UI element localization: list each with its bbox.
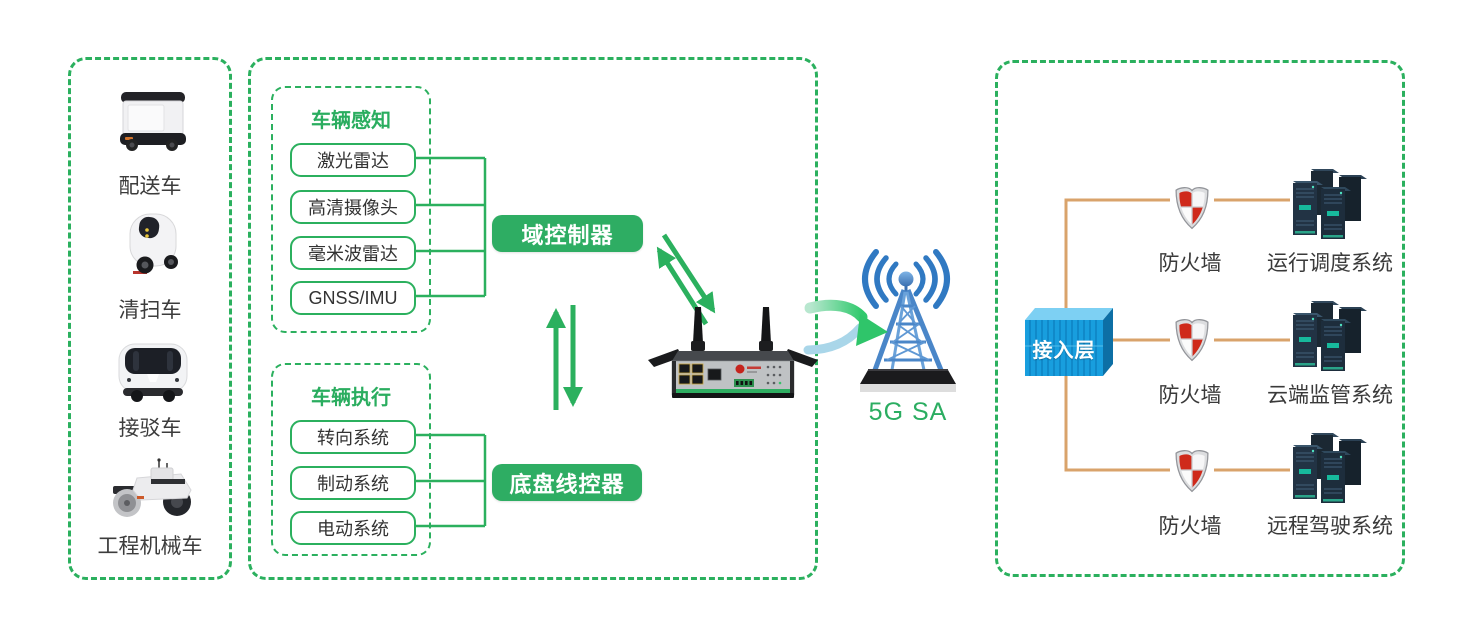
execution-group: 车辆执行 转向系统 制动系统 电动系统 <box>271 363 431 556</box>
delivery-robot-icon <box>120 92 186 151</box>
domain-controller-node: 域控制器 <box>492 215 643 252</box>
firewall-label: 防火墙 <box>1158 515 1222 538</box>
firewall-shield-icon <box>1172 447 1212 493</box>
firewall-label: 防火墙 <box>1158 252 1222 275</box>
firewall-shield-icon <box>1172 184 1212 230</box>
shuttle-bus-icon <box>118 343 188 402</box>
vehicle-item <box>115 86 191 156</box>
road-roller-icon <box>113 458 192 517</box>
vehicle-types-panel: 配送车 清扫车 <box>68 57 232 580</box>
vehicle-label: 配送车 <box>118 175 182 198</box>
vehicle-label: 接驳车 <box>118 417 182 440</box>
tower-label: 5G SA <box>868 398 948 426</box>
group-title: 车辆执行 <box>311 387 391 409</box>
vehicle-item <box>115 208 191 280</box>
vehicle-item <box>107 456 199 522</box>
group-title: 车辆感知 <box>311 110 391 132</box>
chassis-controller-node: 底盘线控器 <box>492 464 642 501</box>
sensor-node-radar: 毫米波雷达 <box>290 236 416 270</box>
access-layer-node: 接入层 <box>1023 306 1115 378</box>
vehicle-system-panel: 车辆感知 激光雷达 高清摄像头 毫米波雷达 GNSS/IMU 车辆执行 转向系统… <box>248 57 818 580</box>
system-label: 运行调度系统 <box>1267 252 1393 275</box>
server-rack-icon <box>1287 431 1371 507</box>
vehicle-label: 清扫车 <box>118 299 182 322</box>
actuator-node-electric: 电动系统 <box>290 511 416 545</box>
system-label: 云端监管系统 <box>1267 384 1393 407</box>
sensor-node-gnss-imu: GNSS/IMU <box>290 281 416 315</box>
firewall-shield-icon <box>1172 316 1212 362</box>
actuator-node-braking: 制动系统 <box>290 466 416 500</box>
connector-lines-right <box>1064 198 1290 472</box>
sensor-node-lidar: 激光雷达 <box>290 143 416 177</box>
firewall-label: 防火墙 <box>1158 384 1222 407</box>
uplink-swoosh-arrow-icon <box>803 299 888 355</box>
cloud-platform-panel: 接入层 防火墙 运行调度系统 防火墙 云端监管系统 防火墙 远程驾驶系统 <box>995 60 1405 577</box>
actuator-node-steering: 转向系统 <box>290 420 416 454</box>
perception-group: 车辆感知 激光雷达 高清摄像头 毫米波雷达 GNSS/IMU <box>271 86 431 333</box>
sweeper-pod-icon <box>129 213 178 274</box>
vehicle-label: 工程机械车 <box>97 535 203 558</box>
sensor-node-camera: 高清摄像头 <box>290 190 416 224</box>
5g-base-station-icon <box>860 249 956 392</box>
access-layer-box-icon <box>1025 308 1113 376</box>
vehicle-item <box>113 340 193 402</box>
server-rack-icon <box>1287 167 1371 243</box>
system-label: 远程驾驶系统 <box>1267 515 1393 538</box>
server-rack-icon <box>1287 299 1371 375</box>
5g-router-icon <box>648 307 818 398</box>
access-layer-label: 接入层 <box>1032 339 1096 362</box>
